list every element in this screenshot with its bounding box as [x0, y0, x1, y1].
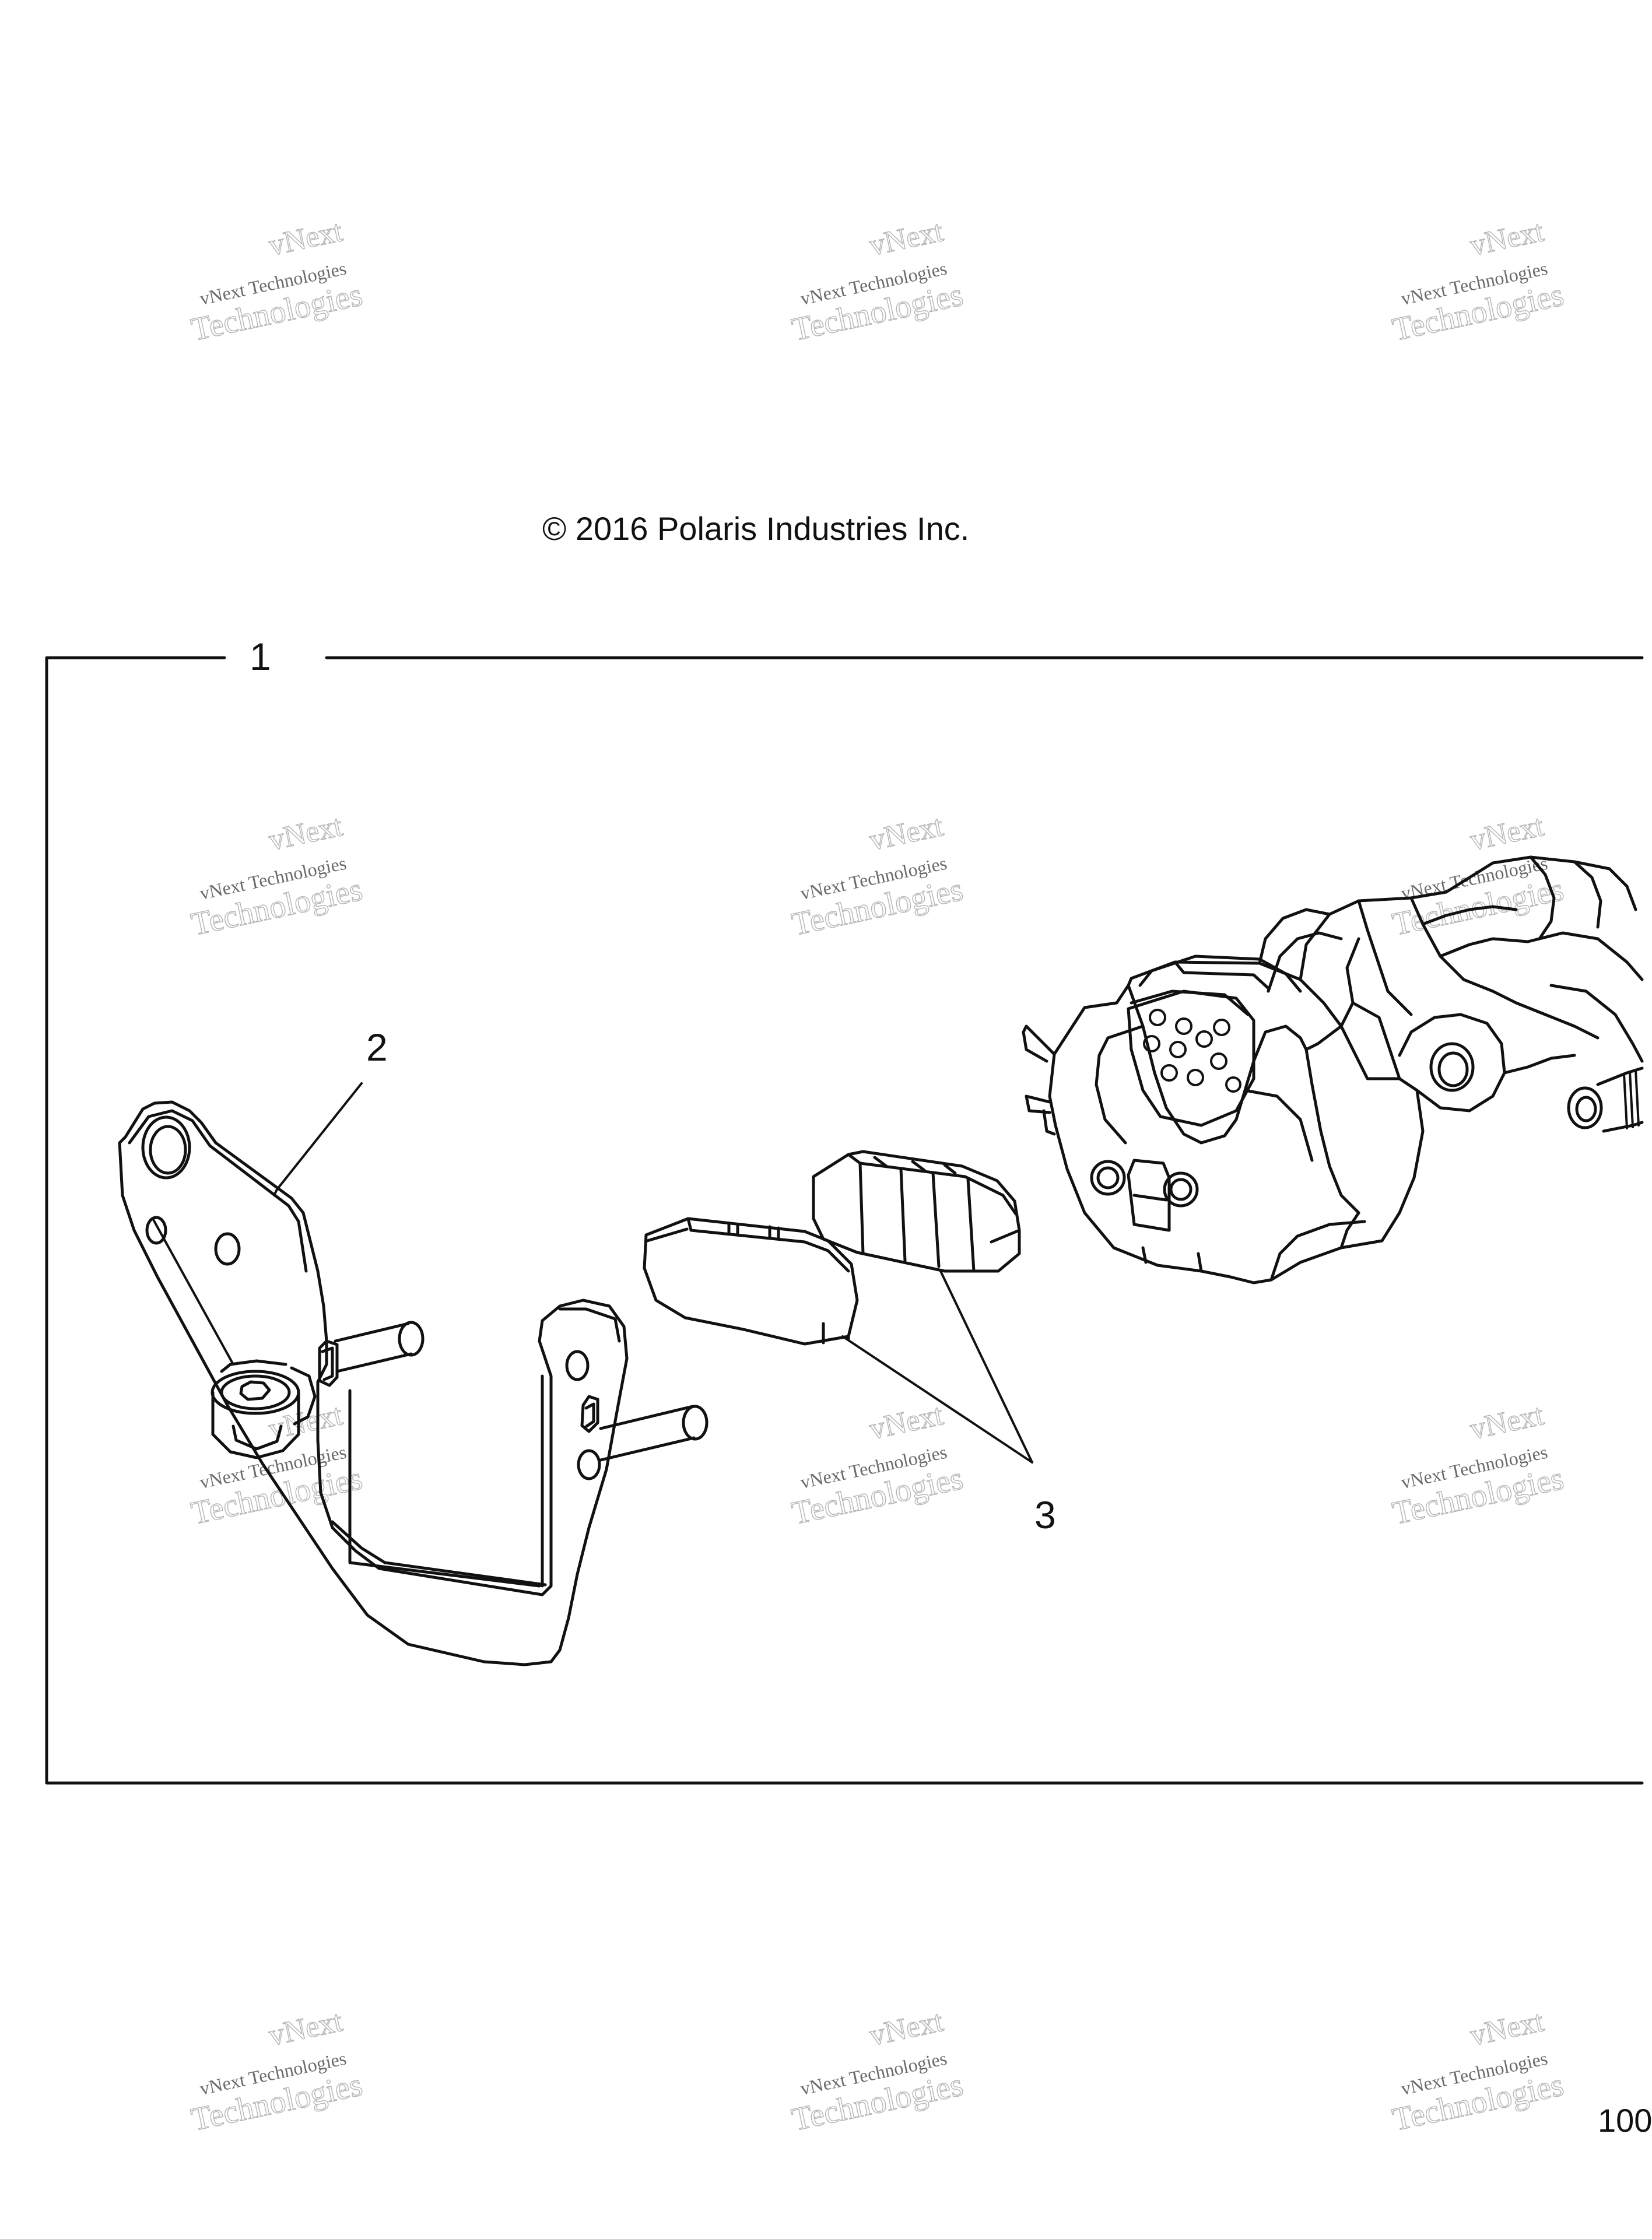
page-number: 100 — [1598, 2102, 1652, 2139]
leader-lines — [152, 1082, 1033, 1464]
brake-pad-front — [643, 1217, 859, 1346]
piston-holes — [1143, 1009, 1241, 1093]
callout-assembly-number: 1 — [250, 635, 271, 678]
brake-pad-rear — [812, 1150, 1021, 1273]
copyright-notice: © 2016 Polaris Industries Inc. — [542, 510, 970, 547]
callout-bracket-number: 2 — [366, 1026, 388, 1069]
caliper-body — [1022, 855, 1644, 1285]
assembly-frame — [45, 656, 1644, 1785]
caliper-bracket — [118, 1100, 708, 1666]
callout-pads-number: 3 — [1034, 1493, 1056, 1536]
